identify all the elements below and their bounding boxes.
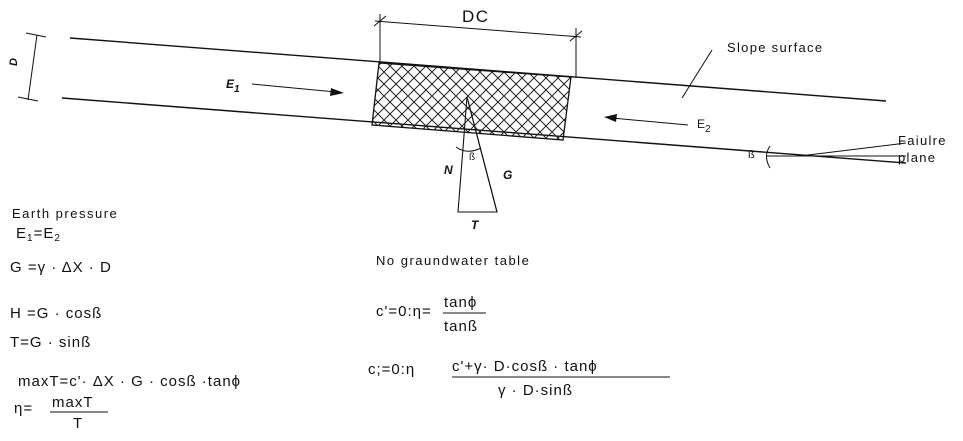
d-tick-top [25,32,47,38]
eta-denominator: T [73,415,83,432]
c0-numerator: tanϕ [444,294,477,311]
dc-dimension-line [374,20,582,38]
c1-lhs: c;=0:η [368,361,415,378]
c0-lhs: c'=0:η= [376,303,432,320]
beta-angle-label: ß [748,149,755,161]
maxt-equation: maxT=c'· ΔX · G · cosß ·tanϕ [18,373,241,390]
failure-plane-label-1: Faiulre [898,133,947,148]
d-dimension-line [27,34,38,101]
dc-label: DC [462,7,490,26]
n-label: N [444,163,453,177]
t-equation: T=G · sinß [10,334,91,351]
eta-numerator: maxT [52,394,94,411]
force-vector-g [466,96,498,213]
c0-denominator: tanß [444,318,478,335]
slope-surface-label: Slope surface [727,40,823,55]
g-equation: G =γ · ΔX · D [10,259,112,276]
failure-plane-label-2: plane [898,150,936,165]
d-tick-bottom [17,96,39,102]
slope-surface-leader [681,49,713,99]
c1-numerator: c'+γ· D·cosß · tanϕ [452,358,598,375]
slope-surface-line [69,37,887,102]
eta-lhs: η= [14,400,33,417]
e2-arrow-shaft [611,117,689,126]
e2-label: E2 [697,117,711,135]
e2-arrow-head [604,114,617,122]
d-label: D [8,58,20,66]
h-equation: H =G · cosß [10,305,102,322]
e-equation: E1=E2 [16,225,61,244]
beta-angle-arc [766,145,771,169]
dc-tick-right [569,30,583,42]
g-label: G [503,168,512,182]
e1-label: E1 [226,77,240,95]
dc-tick-left [373,15,387,27]
force-beta-label: ß [469,152,475,163]
t-label: T [471,218,480,232]
beta-reference-line-2 [799,142,907,157]
c1-denominator: γ · D·sinß [498,382,573,399]
force-beta-arc [455,146,482,152]
soil-slice-block [371,62,572,141]
earth-pressure-label: Earth pressure [12,206,118,221]
no-groundwater-label: No graundwater table [376,253,530,268]
e1-arrow-head [330,88,344,96]
e1-arrow-shaft [251,83,337,93]
